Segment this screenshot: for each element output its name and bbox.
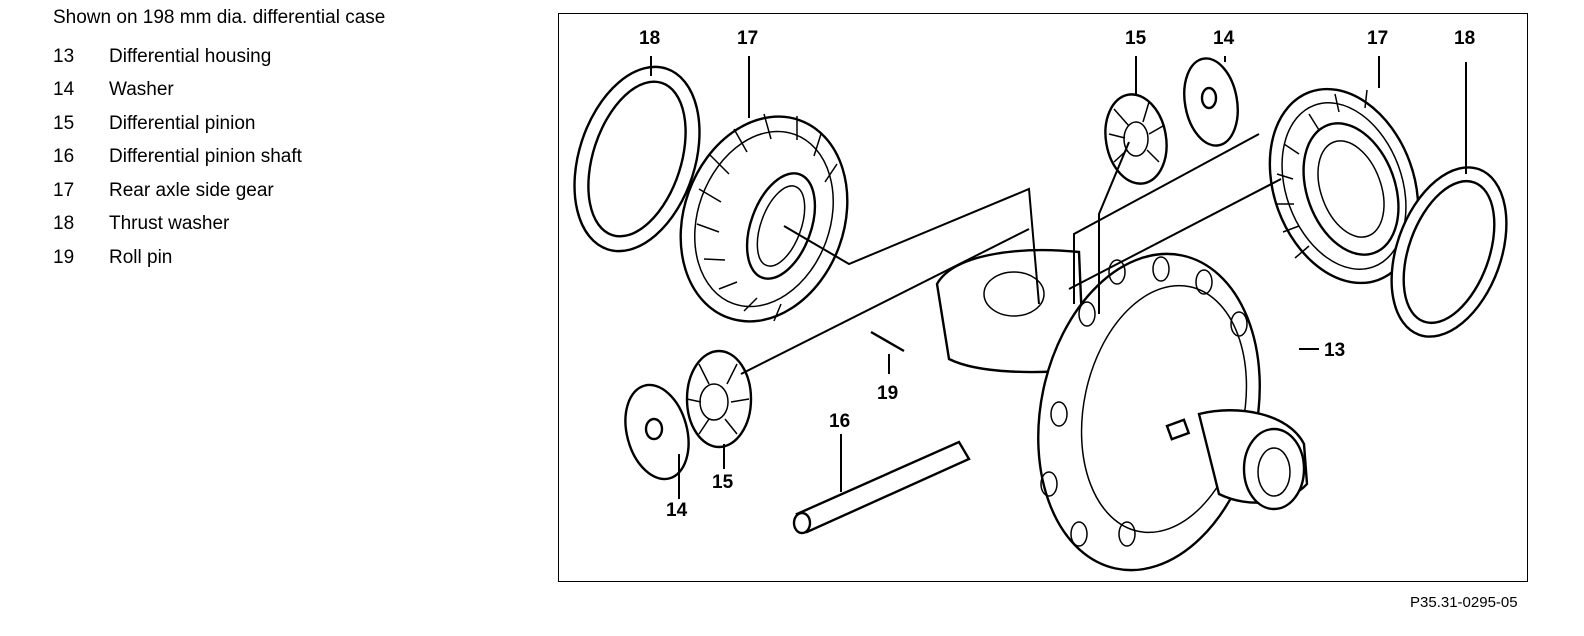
- legend-title: Shown on 198 mm dia. differential case: [53, 7, 386, 28]
- legend-number: 19: [53, 246, 75, 268]
- leader-lines: [650, 56, 1467, 499]
- differential-pinion-bottom: [685, 349, 753, 449]
- legend-number: 14: [53, 79, 75, 101]
- callout-17-left: 17: [737, 28, 758, 49]
- callout-18-left: 18: [639, 28, 660, 49]
- thrust-washer-left: [573, 65, 701, 253]
- legend-number: 15: [53, 112, 75, 134]
- legend-label: Roll pin: [109, 246, 173, 268]
- legend-label: Washer: [109, 79, 174, 101]
- washer-top: [1183, 57, 1239, 147]
- callout-14-bottom: 14: [666, 500, 688, 521]
- callout-16: 16: [829, 411, 850, 432]
- legend-item: 14 Washer: [53, 74, 533, 108]
- legend-item: 13 Differential housing: [53, 40, 533, 74]
- callout-15-bottom: 15: [712, 472, 734, 493]
- legend-number: 18: [53, 213, 75, 235]
- legend-number: 17: [53, 179, 75, 201]
- legend-label: Differential pinion: [109, 112, 256, 134]
- legend-item: 19 Roll pin: [53, 241, 533, 275]
- callout-17-right: 17: [1367, 28, 1388, 49]
- exploded-view-drawing: 18 17 15 14 17 18 13 19 16 15 14: [573, 28, 1508, 572]
- differential-pinion-shaft: [792, 434, 971, 535]
- legend-label: Differential pinion shaft: [109, 146, 302, 168]
- legend-item: 18 Thrust washer: [53, 208, 533, 242]
- side-gear-right: [1268, 87, 1420, 285]
- callout-14-top: 14: [1213, 28, 1235, 49]
- callout-18-right: 18: [1454, 28, 1475, 49]
- figure-reference-code: P35.31-0295-05: [1410, 594, 1518, 611]
- legend-number: 16: [53, 146, 75, 168]
- legend-label: Thrust washer: [109, 213, 230, 235]
- thrust-washer-right: [1390, 166, 1508, 338]
- differential-pinion-top: [1104, 93, 1168, 185]
- callout-13: 13: [1324, 340, 1345, 361]
- differential-housing: [935, 248, 1309, 572]
- legend-item: 17 Rear axle side gear: [53, 174, 533, 208]
- side-gear-left: [679, 113, 849, 323]
- parts-legend: Shown on 198 mm dia. differential case 1…: [53, 6, 533, 275]
- legend-number: 13: [53, 45, 75, 67]
- legend-item: 16 Differential pinion shaft: [53, 141, 533, 175]
- callout-15-top: 15: [1125, 28, 1147, 49]
- legend-label: Rear axle side gear: [109, 179, 274, 201]
- roll-pin: [870, 330, 905, 374]
- exploded-view-figure: 18 17 15 14 17 18 13 19 16 15 14: [558, 13, 1528, 582]
- callout-19: 19: [877, 383, 898, 404]
- washer-bottom: [624, 383, 690, 481]
- legend-label: Differential housing: [109, 45, 272, 67]
- legend-item: 15 Differential pinion: [53, 107, 533, 141]
